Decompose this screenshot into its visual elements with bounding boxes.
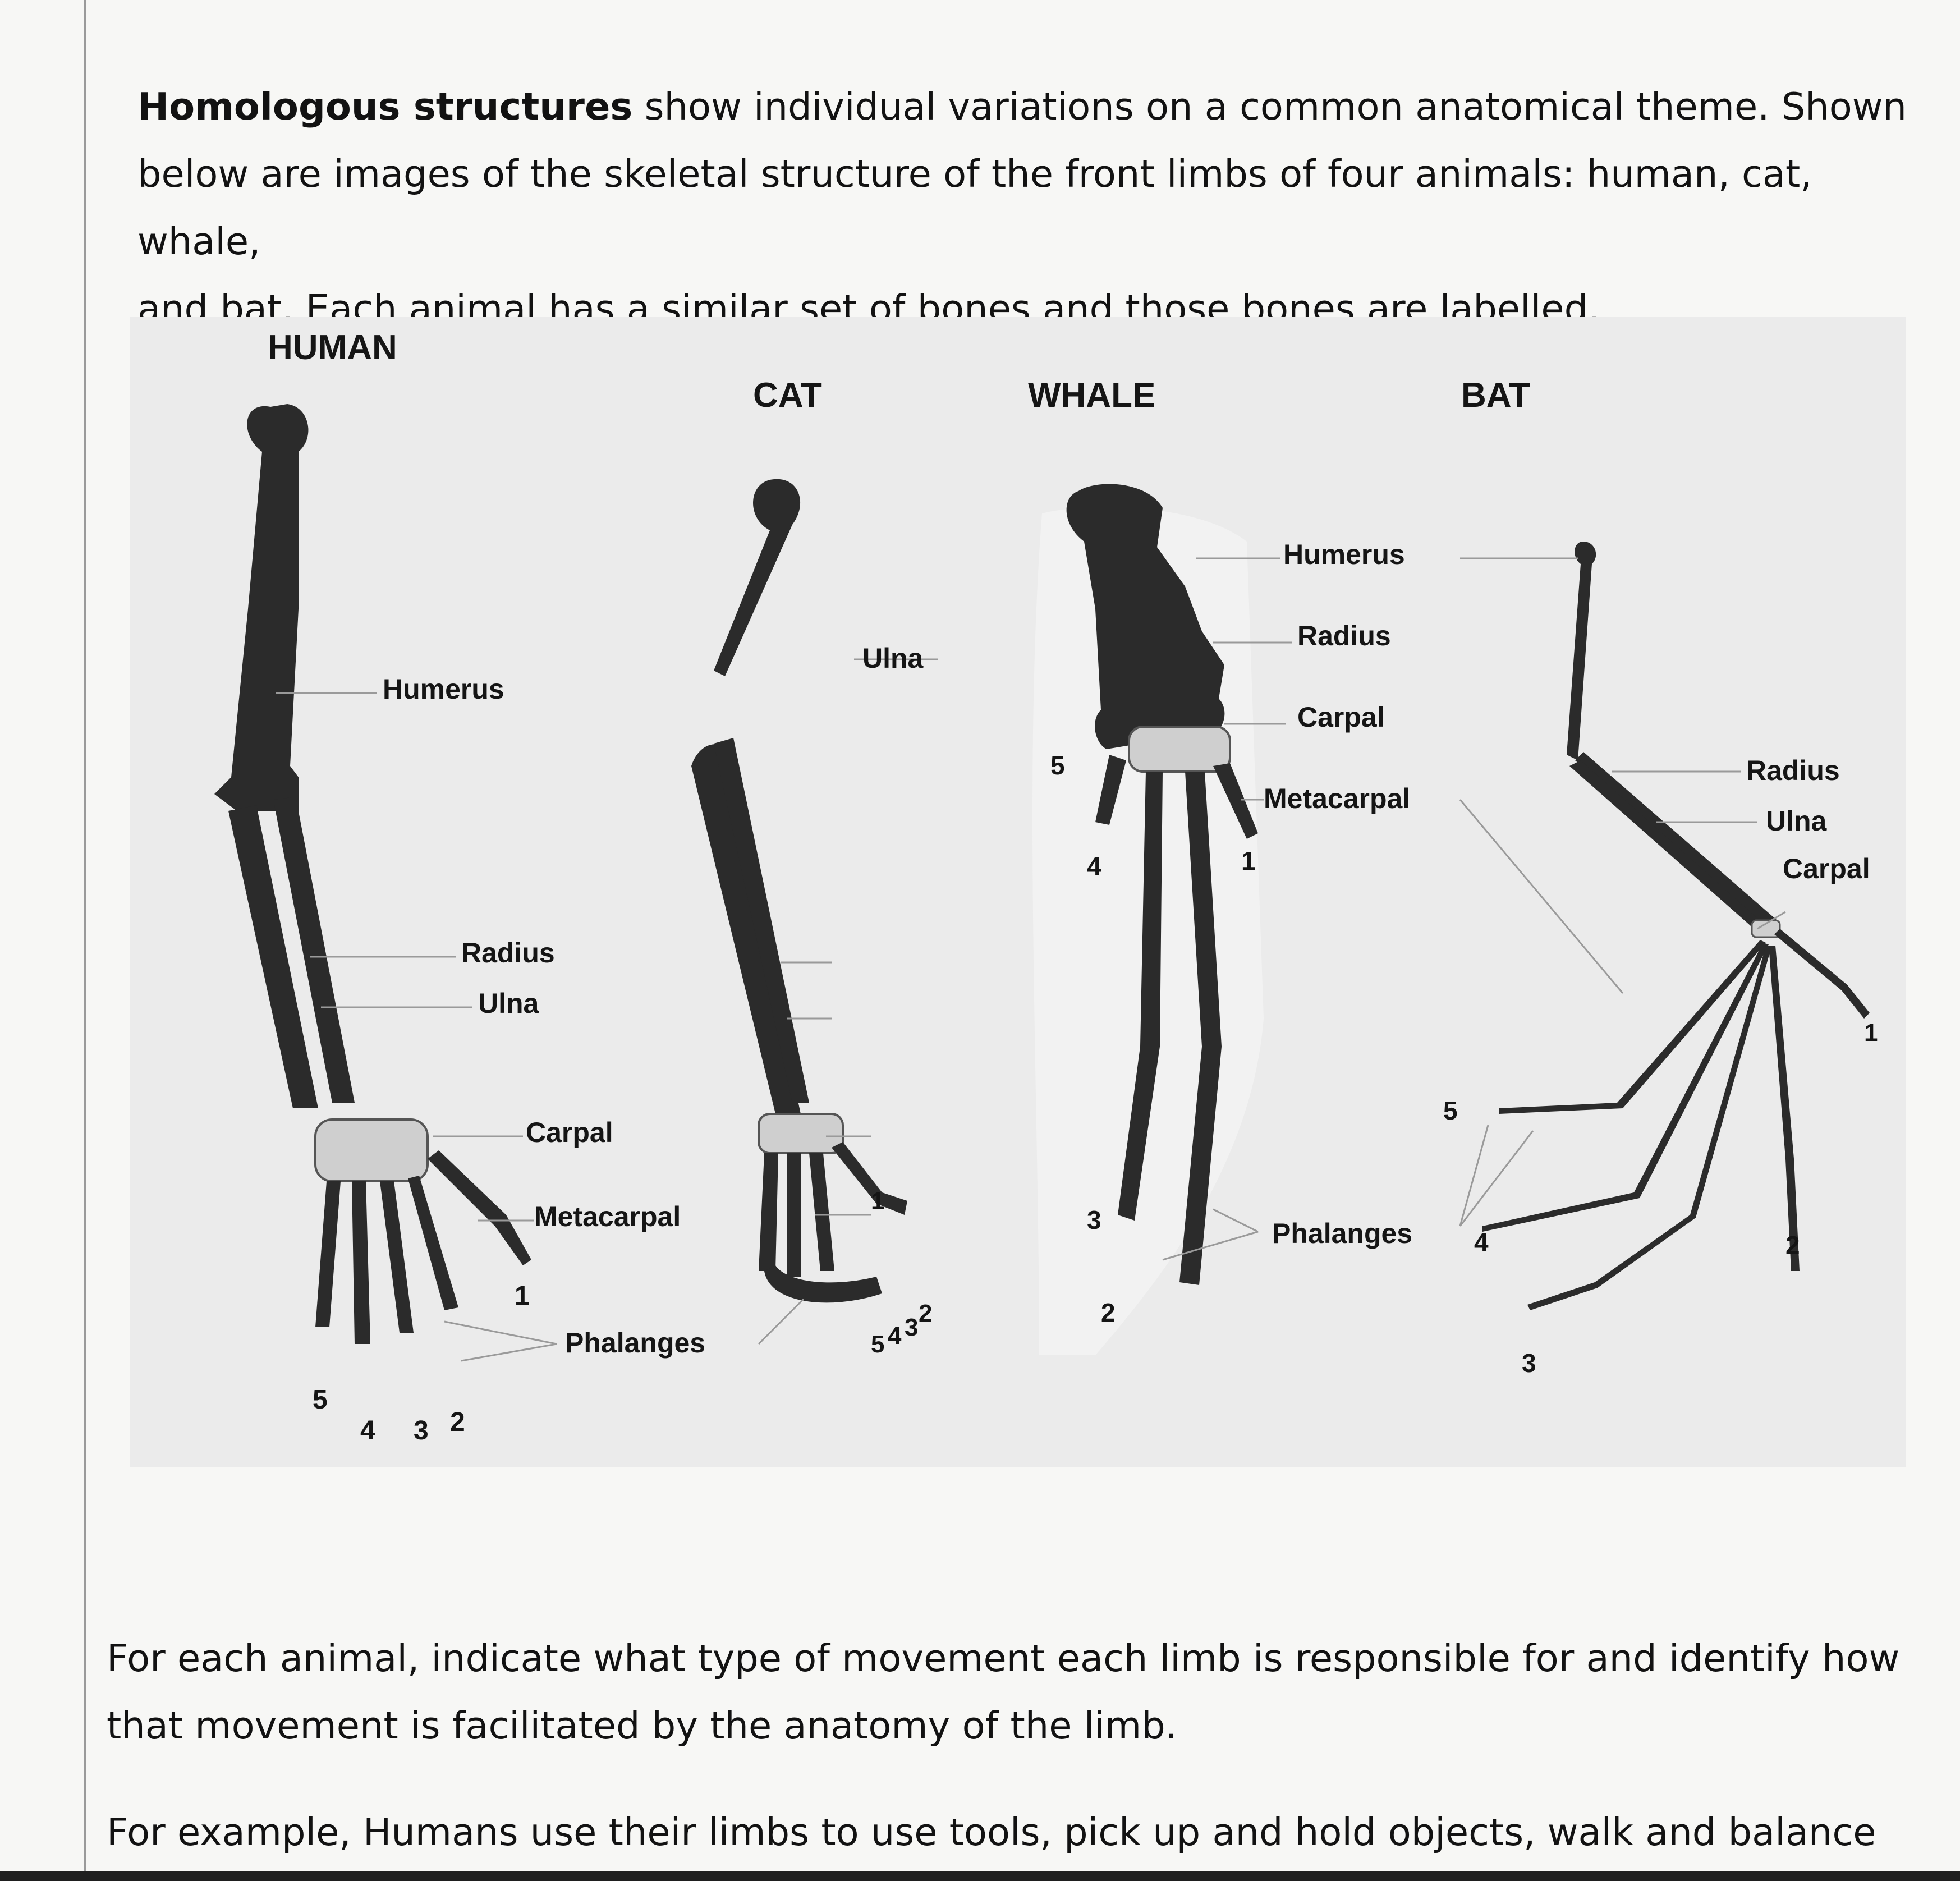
whale-digit-3: 3 [1087,1205,1101,1235]
bat-carpal-label: Carpal [1783,853,1870,884]
cat-ulna-label: Ulna [862,643,924,674]
human-title: HUMAN [268,328,397,367]
bat-digit-5: 5 [1443,1096,1458,1125]
limb-skeleton-illustration: HUMAN Humerus Radius Ulna Carpal Metacar… [214,328,1878,1446]
instructions-paragraph: For each animal, indicate what type of m… [107,1625,1925,1759]
whale-digit-1: 1 [1241,846,1256,875]
cat-digit-1: 1 [871,1187,884,1215]
bat-digit-1: 1 [1864,1019,1878,1047]
bat-limb [1459,542,1870,1310]
bat-ulna-label: Ulna [1766,805,1828,837]
human-digit-1: 1 [515,1281,530,1311]
human-radius-label: Radius [461,937,555,969]
intro-bold-term: Homologous structures [137,85,633,129]
cat-digit-2: 2 [919,1300,932,1327]
bat-title: BAT [1461,376,1530,415]
whale-metacarpal-label: Metacarpal [1264,783,1410,814]
whale-digit-5: 5 [1050,751,1065,780]
human-digit-3: 3 [414,1416,429,1446]
page-margin-line [84,0,86,1874]
human-limb [214,404,557,1362]
human-phalanges-label: Phalanges [565,1327,705,1359]
instructions-line-1: For each animal, indicate what type of m… [107,1636,1900,1680]
whale-carpal-label: Carpal [1297,701,1385,733]
bat-radius-label: Radius [1746,755,1840,786]
cat-digit-3: 3 [905,1314,918,1341]
whale-radius-label: Radius [1297,620,1391,652]
whale-digit-2: 2 [1101,1298,1116,1327]
bat-digit-4: 4 [1474,1228,1489,1257]
intro-paragraph: Homologous structures show individual va… [137,73,1922,342]
example-paragraph: For example, Humans use their limbs to u… [107,1799,1936,1866]
instructions-line-2: that movement is facilitated by the anat… [107,1704,1178,1747]
intro-line-1: show individual variations on a common a… [632,85,1907,129]
bat-digit-3: 3 [1522,1348,1536,1378]
human-metacarpal-label: Metacarpal [534,1201,681,1232]
human-humerus-label: Humerus [383,673,504,705]
cat-digit-5: 5 [871,1331,884,1358]
whale-limb [1032,484,1292,1355]
whale-digit-4: 4 [1087,852,1101,881]
intro-line-2: below are images of the skeletal structu… [137,152,1812,263]
human-carpal-label: Carpal [526,1117,613,1148]
human-ulna-label: Ulna [478,988,540,1019]
human-digit-2: 2 [450,1407,465,1437]
whale-humerus-label: Humerus [1283,539,1405,570]
page-bottom-edge [0,1871,1960,1881]
human-digit-5: 5 [313,1385,328,1415]
whale-title: WHALE [1028,376,1155,415]
cat-limb [691,479,938,1345]
whale-phalanges-label: Phalanges [1272,1218,1412,1249]
cat-digit-4: 4 [888,1322,902,1350]
cat-title: CAT [753,376,822,415]
human-digit-4: 4 [360,1416,375,1446]
example-text: For example, Humans use their limbs to u… [107,1810,1876,1854]
bat-digit-2: 2 [1785,1231,1800,1260]
limb-skeleton-figure: HUMAN Humerus Radius Ulna Carpal Metacar… [130,317,1906,1467]
